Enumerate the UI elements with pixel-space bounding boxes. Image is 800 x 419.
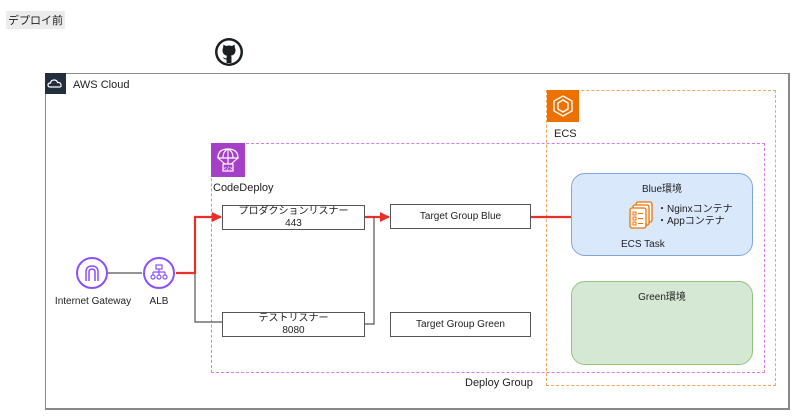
aws-cloud-label: AWS Cloud [73, 79, 130, 91]
ecs-label: ECS [554, 128, 577, 140]
deploy-group-area [211, 143, 765, 373]
internet-gateway-label: Internet Gateway [54, 296, 132, 307]
svg-text:</>: </> [223, 166, 232, 172]
aws-cloud-group [45, 73, 790, 410]
target-group-blue-label: Target Group Blue [419, 210, 502, 222]
test-listener-box: テストリスナー 8080 [222, 312, 365, 337]
ecs-task-label: ECS Task [621, 239, 665, 250]
internet-gateway-icon [76, 257, 108, 289]
blue-environment-title: Blue環境 [641, 184, 682, 195]
ecs-task-icon [628, 201, 654, 229]
production-listener-name: プロダクションリスナー [238, 205, 349, 217]
target-group-green-label: Target Group Green [416, 318, 505, 330]
deploy-group-label: Deploy Group [465, 377, 533, 389]
green-environment-title: Green環境 [638, 292, 686, 303]
codedeploy-label: CodeDeploy [213, 182, 274, 194]
production-listener-box: プロダクションリスナー 443 [222, 205, 365, 230]
blue-environment: Blue環境 [571, 173, 753, 256]
ecs-icon [547, 90, 579, 122]
alb-label: ALB [149, 296, 169, 307]
github-icon [214, 37, 244, 67]
green-environment: Green環境 [571, 281, 753, 365]
aws-cloud-icon [45, 73, 66, 94]
alb-prod-listener-route [176, 212, 222, 275]
codedeploy-icon: </> [211, 143, 245, 177]
alb-icon [143, 257, 175, 289]
ecs-group [546, 90, 776, 386]
test-listener-name: テストリスナー [258, 312, 329, 324]
production-listener-port: 443 [285, 217, 302, 229]
container-item: ・Appコンテナ [657, 216, 725, 227]
container-item: ・Nginxコンテナ [657, 204, 733, 215]
container-list: ・Nginxコンテナ ・Appコンテナ [657, 204, 733, 228]
page-label: デプロイ前 [6, 11, 65, 29]
test-listener-to-tg-line [365, 217, 375, 325]
target-group-blue: Target Group Blue [390, 204, 531, 229]
target-group-green: Target Group Green [390, 312, 531, 337]
test-listener-port: 8080 [282, 324, 305, 336]
alb-test-listener-line [176, 272, 222, 323]
